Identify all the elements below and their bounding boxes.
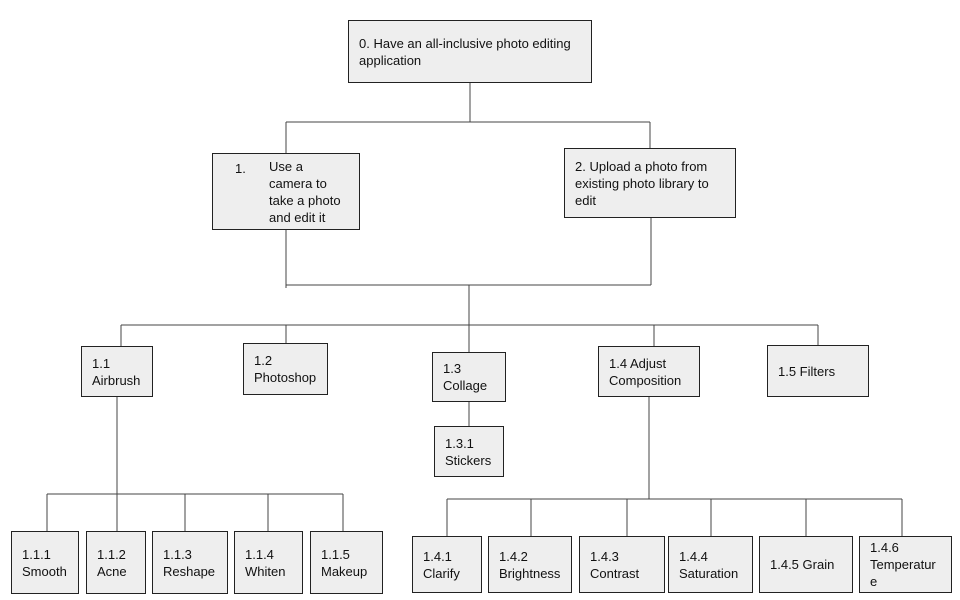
- node-1-4-5: 1.4.5 Grain: [759, 536, 853, 593]
- node-1-1-2-label: 1.1.2 Acne: [97, 546, 127, 579]
- node-1-1-2: 1.1.2 Acne: [86, 531, 146, 594]
- node-1-5: 1.5 Filters: [767, 345, 869, 397]
- node-1-4-2-label: 1.4.2 Brightness: [499, 548, 561, 581]
- node-1-5-label: 1.5 Filters: [778, 363, 836, 379]
- node-1-1-4-label: 1.1.4 Whiten: [245, 546, 286, 579]
- node-1-3: 1.3 Collage: [432, 352, 506, 402]
- node-1-1-1: 1.1.1 Smooth: [11, 531, 79, 594]
- node-1-1-3-label: 1.1.3 Reshape: [163, 546, 216, 579]
- node-1-1-label: 1.1 Airbrush: [92, 355, 141, 388]
- node-1-1-5-label: 1.1.5 Makeup: [321, 546, 368, 579]
- node-1-4-4-label: 1.4.4 Saturation: [679, 548, 739, 581]
- node-1-4-4: 1.4.4 Saturation: [668, 536, 753, 593]
- node-1-label: Use a camera to take a photo and edit it: [269, 158, 341, 225]
- node-1-1-3: 1.1.3 Reshape: [152, 531, 228, 594]
- node-1-3-1: 1.3.1 Stickers: [434, 426, 504, 477]
- node-1-4-1-label: 1.4.1 Clarify: [423, 548, 460, 581]
- node-1-3-label: 1.3 Collage: [443, 361, 488, 393]
- node-root-label: 0. Have an all-inclusive photo editing a…: [359, 35, 571, 68]
- node-1-1-5: 1.1.5 Makeup: [310, 531, 383, 594]
- node-1-number: 1.: [235, 161, 246, 176]
- node-1-4-1: 1.4.1 Clarify: [412, 536, 482, 593]
- node-1-3-1-label: 1.3.1 Stickers: [445, 435, 492, 468]
- node-1-1: 1.1 Airbrush: [81, 346, 153, 397]
- node-1-2-label: 1.2 Photoshop: [254, 353, 317, 385]
- node-1-4-label: 1.4 Adjust Composition: [609, 355, 682, 388]
- node-1-4-6: 1.4.6 Temperatur e: [859, 536, 952, 593]
- node-1-2: 1.2 Photoshop: [243, 343, 328, 395]
- node-2-label: 2. Upload a photo from existing photo li…: [575, 158, 709, 208]
- node-1-1-4: 1.1.4 Whiten: [234, 531, 303, 594]
- node-root: 0. Have an all-inclusive photo editing a…: [348, 20, 592, 83]
- node-1: 1. Use a camera to take a photo and edit…: [212, 153, 360, 230]
- node-1-4-3-label: 1.4.3 Contrast: [590, 548, 640, 581]
- node-1-4-3: 1.4.3 Contrast: [579, 536, 665, 593]
- node-1-4-2: 1.4.2 Brightness: [488, 536, 572, 593]
- node-2: 2. Upload a photo from existing photo li…: [564, 148, 736, 218]
- node-1-4-5-label: 1.4.5 Grain: [770, 557, 835, 572]
- node-1-4-6-label: 1.4.6 Temperatur e: [870, 540, 936, 589]
- node-1-4: 1.4 Adjust Composition: [598, 346, 700, 397]
- node-1-1-1-label: 1.1.1 Smooth: [22, 546, 67, 579]
